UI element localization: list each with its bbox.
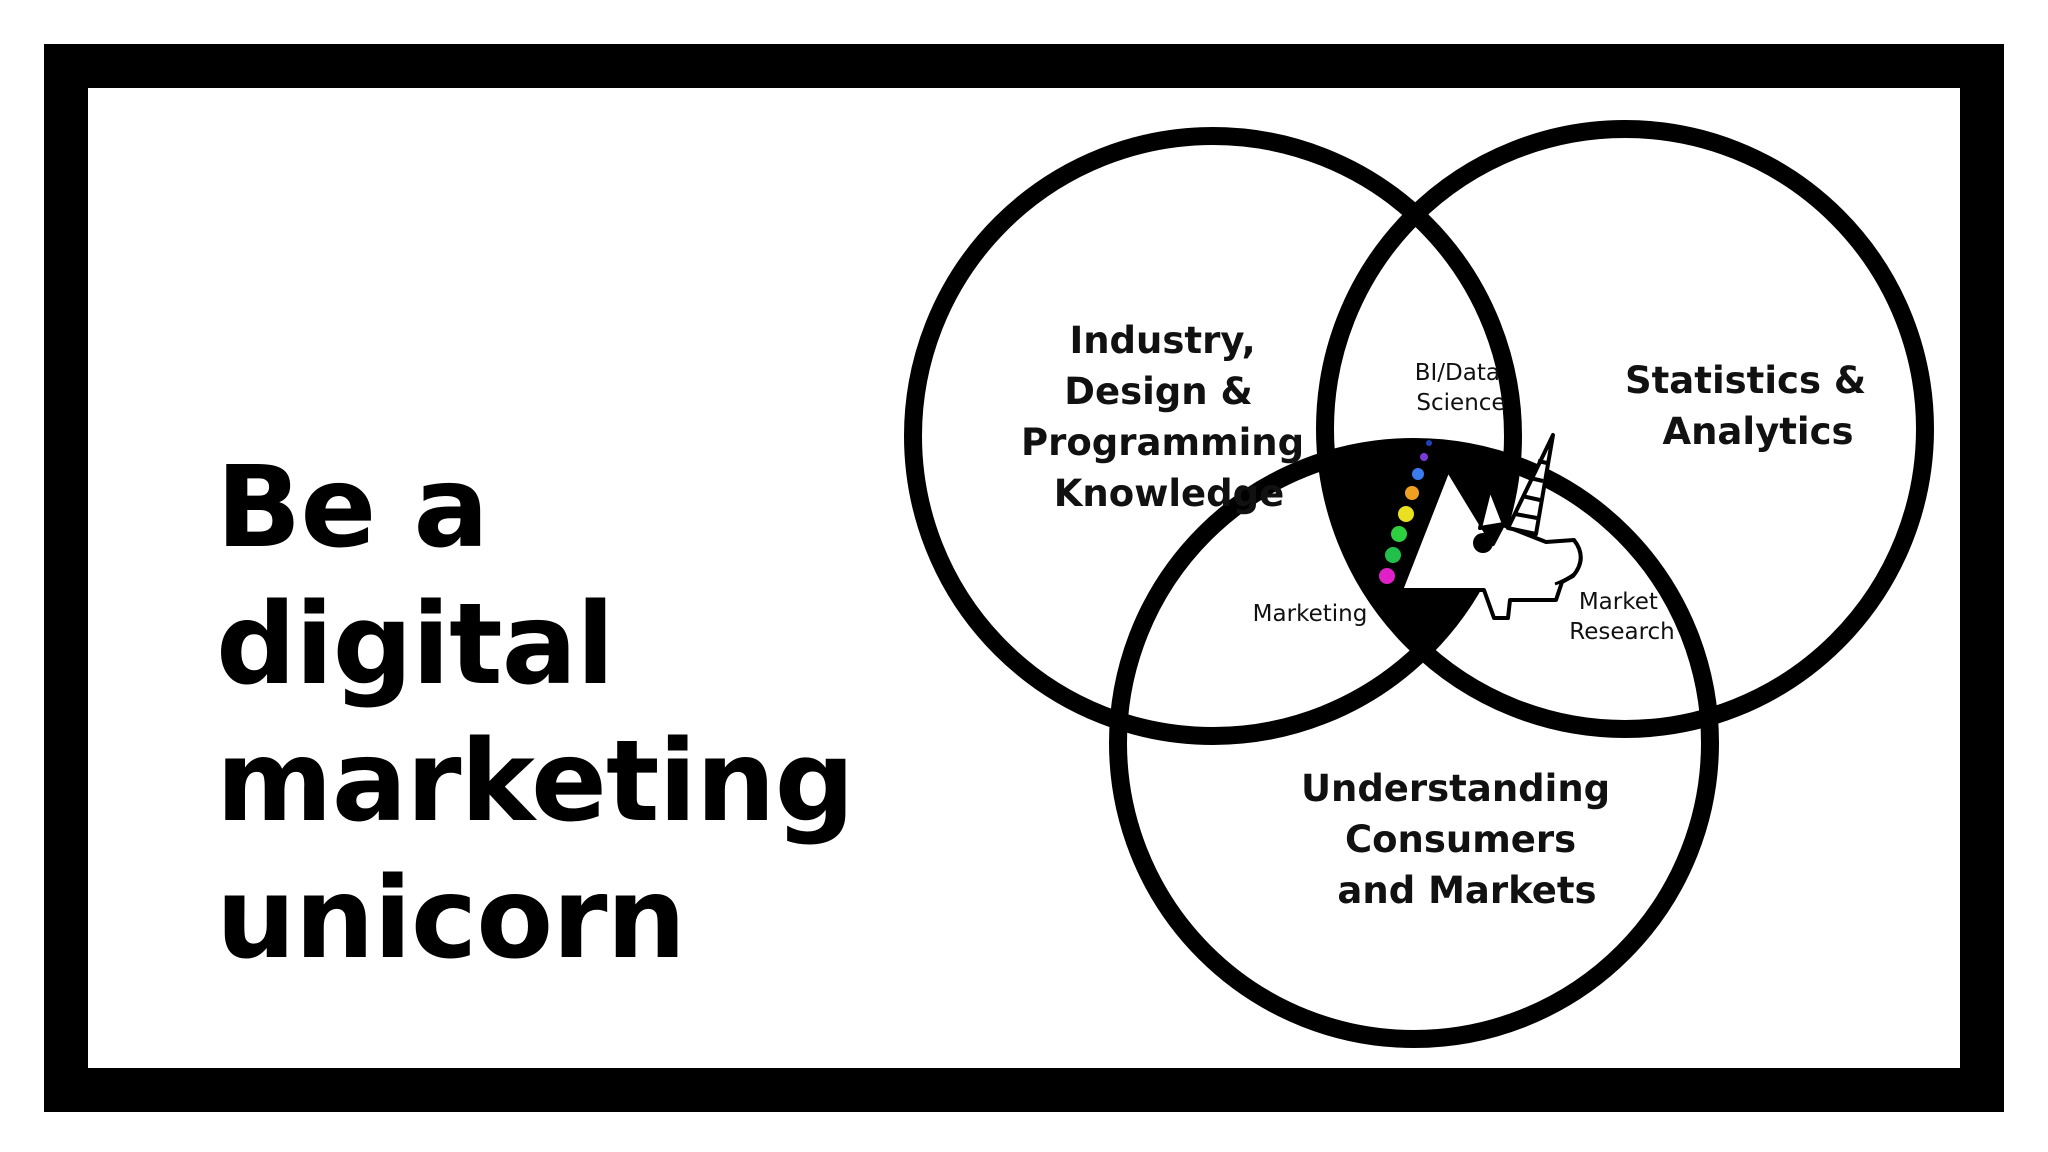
headline-line: marketing (216, 717, 855, 847)
label-understanding-consumers: Understanding Consumers and Markets (1301, 767, 1623, 912)
label-market-research: Market Research (1569, 589, 1675, 645)
outer-frame: Be a digital marketing unicorn (44, 44, 2004, 1112)
venn-diagram: Industry, Design & Programming Knowledge… (904, 120, 1934, 1048)
content-panel: Be a digital marketing unicorn (88, 88, 1960, 1068)
headline-line: unicorn (216, 854, 686, 984)
circle-statistics-analytics (1316, 120, 1934, 738)
unicorn-eye (1473, 533, 1493, 553)
circle-understanding-consumers (1109, 438, 1719, 1048)
label-industry-design-programming: Industry, Design & Programming Knowledge (1021, 319, 1317, 515)
unicorn-horn (1506, 433, 1555, 536)
unicorn-ear (1478, 486, 1506, 530)
unicorn-mane (1379, 440, 1432, 584)
headline-line: Be a (216, 443, 489, 573)
headline-line: digital (216, 580, 615, 710)
headline: Be a digital marketing unicorn (216, 440, 855, 988)
label-statistics-analytics: Statistics & Analytics (1625, 359, 1879, 453)
circle-industry-design-programming (904, 127, 1522, 745)
label-marketing: Marketing (1253, 601, 1368, 627)
label-bi-data-science: BI/Data Science (1415, 360, 1508, 416)
unicorn-icon (1379, 433, 1583, 620)
